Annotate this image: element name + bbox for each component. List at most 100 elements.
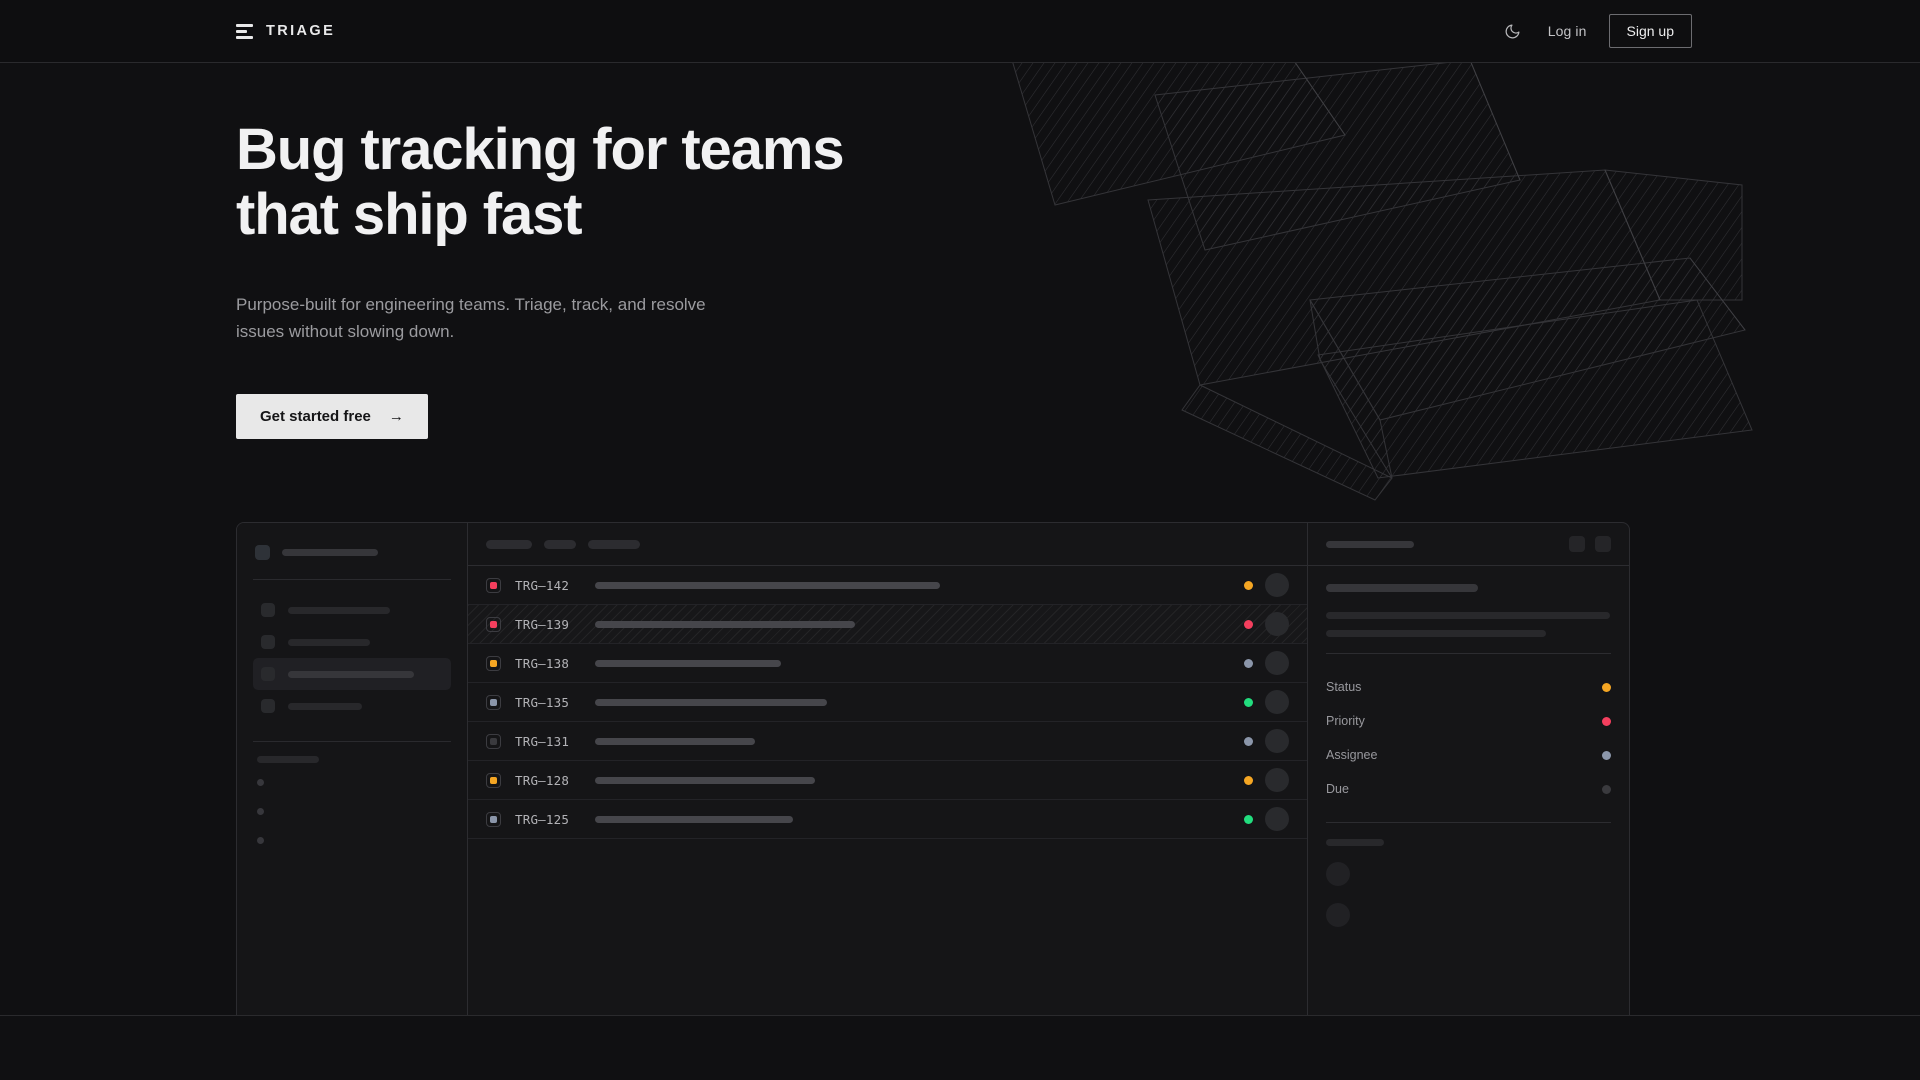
comments-label-skeleton xyxy=(1326,839,1384,846)
mockup-sidebar xyxy=(237,523,468,1015)
issue-title-skeleton xyxy=(595,581,940,589)
toolbar-filter-chip[interactable] xyxy=(544,539,576,549)
table-row[interactable]: TRG–125 xyxy=(468,800,1307,839)
comments-list xyxy=(1326,862,1611,927)
sidebar-item-0[interactable] xyxy=(253,594,451,626)
toolbar-filter-chip[interactable] xyxy=(486,539,532,549)
avatar xyxy=(1326,862,1350,886)
meta-label: Priority xyxy=(1326,714,1365,728)
table-row[interactable]: TRG–131 xyxy=(468,722,1307,761)
sidebar-item-2[interactable] xyxy=(253,658,451,690)
headline-line-1: Bug tracking for teams xyxy=(236,117,845,182)
detail-divider xyxy=(1326,653,1611,654)
priority-icon[interactable] xyxy=(486,616,501,632)
login-link[interactable]: Log in xyxy=(1547,23,1587,39)
avatar xyxy=(1326,903,1350,927)
avatar[interactable] xyxy=(1265,729,1289,753)
workspace-switcher[interactable] xyxy=(253,541,451,560)
avatar[interactable] xyxy=(1265,651,1289,675)
status-badge[interactable] xyxy=(1244,619,1253,629)
avatar[interactable] xyxy=(1265,573,1289,597)
page-title: Bug tracking for teams that ship fast xyxy=(236,117,996,248)
sidebar-nav-list xyxy=(253,594,451,722)
priority-icon[interactable] xyxy=(486,694,501,710)
brand-logo[interactable]: TRIAGE xyxy=(236,23,335,39)
sidebar-sub-dot[interactable] xyxy=(257,779,264,786)
avatar[interactable] xyxy=(1265,690,1289,714)
stacked-bars-logo-icon xyxy=(236,23,253,39)
nav-actions: Log in Sign up xyxy=(1500,14,1692,48)
toolbar-filter-chip[interactable] xyxy=(588,539,640,549)
issue-id: TRG–135 xyxy=(515,694,570,710)
avatar[interactable] xyxy=(1265,612,1289,636)
table-row[interactable]: TRG–138 xyxy=(468,644,1307,683)
moon-icon[interactable] xyxy=(1500,18,1526,44)
meta-row-priority[interactable]: Priority xyxy=(1326,704,1611,738)
headline-line-2: that ship fast xyxy=(236,181,583,247)
meta-label: Assignee xyxy=(1326,748,1378,762)
row-meta xyxy=(1244,612,1289,636)
status-badge[interactable] xyxy=(1244,736,1253,746)
row-meta xyxy=(1244,807,1289,831)
issue-id: TRG–131 xyxy=(515,733,570,749)
detail-divider-bottom xyxy=(1326,822,1611,823)
priority-icon[interactable] xyxy=(486,733,501,749)
sidebar-item-label-skeleton xyxy=(288,606,390,614)
sidebar-sub-dot[interactable] xyxy=(257,808,264,815)
issue-title-skeleton xyxy=(595,620,855,628)
row-meta xyxy=(1244,768,1289,792)
signup-button[interactable]: Sign up xyxy=(1608,14,1692,48)
detail-action-button[interactable] xyxy=(1569,536,1585,552)
sidebar-item-3[interactable] xyxy=(253,690,451,722)
sidebar-sub-dot[interactable] xyxy=(257,837,264,844)
detail-close-button[interactable] xyxy=(1595,536,1611,552)
table-row[interactable]: TRG–142 xyxy=(468,566,1307,605)
hero-subtitle: Purpose-built for engineering teams. Tri… xyxy=(236,294,706,342)
status-badge[interactable] xyxy=(1244,697,1253,707)
table-row[interactable]: TRG–128 xyxy=(468,761,1307,800)
avatar[interactable] xyxy=(1265,807,1289,831)
issue-id: TRG–125 xyxy=(515,811,570,827)
table-row[interactable]: TRG–139 xyxy=(468,605,1307,644)
issue-id: TRG–139 xyxy=(515,616,570,632)
issue-list-toolbar xyxy=(468,523,1307,566)
meta-row-status[interactable]: Status xyxy=(1326,670,1611,704)
priority-icon[interactable] xyxy=(486,772,501,788)
meta-row-due[interactable]: Due xyxy=(1326,772,1611,806)
nav-square-icon xyxy=(261,699,275,713)
workspace-name-skeleton xyxy=(282,549,378,556)
priority-icon[interactable] xyxy=(486,811,501,827)
row-meta xyxy=(1244,573,1289,597)
issue-title-skeleton xyxy=(595,776,815,784)
status-badge[interactable] xyxy=(1244,580,1253,590)
top-navigation-bar: TRIAGE Log in Sign up xyxy=(0,0,1920,63)
sidebar-item-label-skeleton xyxy=(288,702,362,710)
workspace-square-icon xyxy=(255,545,270,560)
status-badge[interactable] xyxy=(1244,775,1253,785)
avatar[interactable] xyxy=(1265,768,1289,792)
nav-square-icon xyxy=(261,635,275,649)
sidebar-item-label-skeleton xyxy=(288,638,370,646)
priority-icon[interactable] xyxy=(486,577,501,593)
meta-row-assignee[interactable]: Assignee xyxy=(1326,738,1611,772)
sidebar-sub-items xyxy=(253,779,451,844)
sidebar-item-1[interactable] xyxy=(253,626,451,658)
meta-value-dot xyxy=(1602,784,1611,794)
status-badge[interactable] xyxy=(1244,658,1253,668)
detail-body-skeleton xyxy=(1326,630,1546,637)
issue-id: TRG–128 xyxy=(515,772,570,788)
row-meta xyxy=(1244,651,1289,675)
row-meta xyxy=(1244,729,1289,753)
issue-id: TRG–138 xyxy=(515,655,570,671)
status-badge[interactable] xyxy=(1244,814,1253,824)
priority-icon[interactable] xyxy=(486,655,501,671)
nav-square-icon xyxy=(261,667,275,681)
table-row[interactable]: TRG–135 xyxy=(468,683,1307,722)
get-started-button[interactable]: Get started free → xyxy=(236,393,428,439)
